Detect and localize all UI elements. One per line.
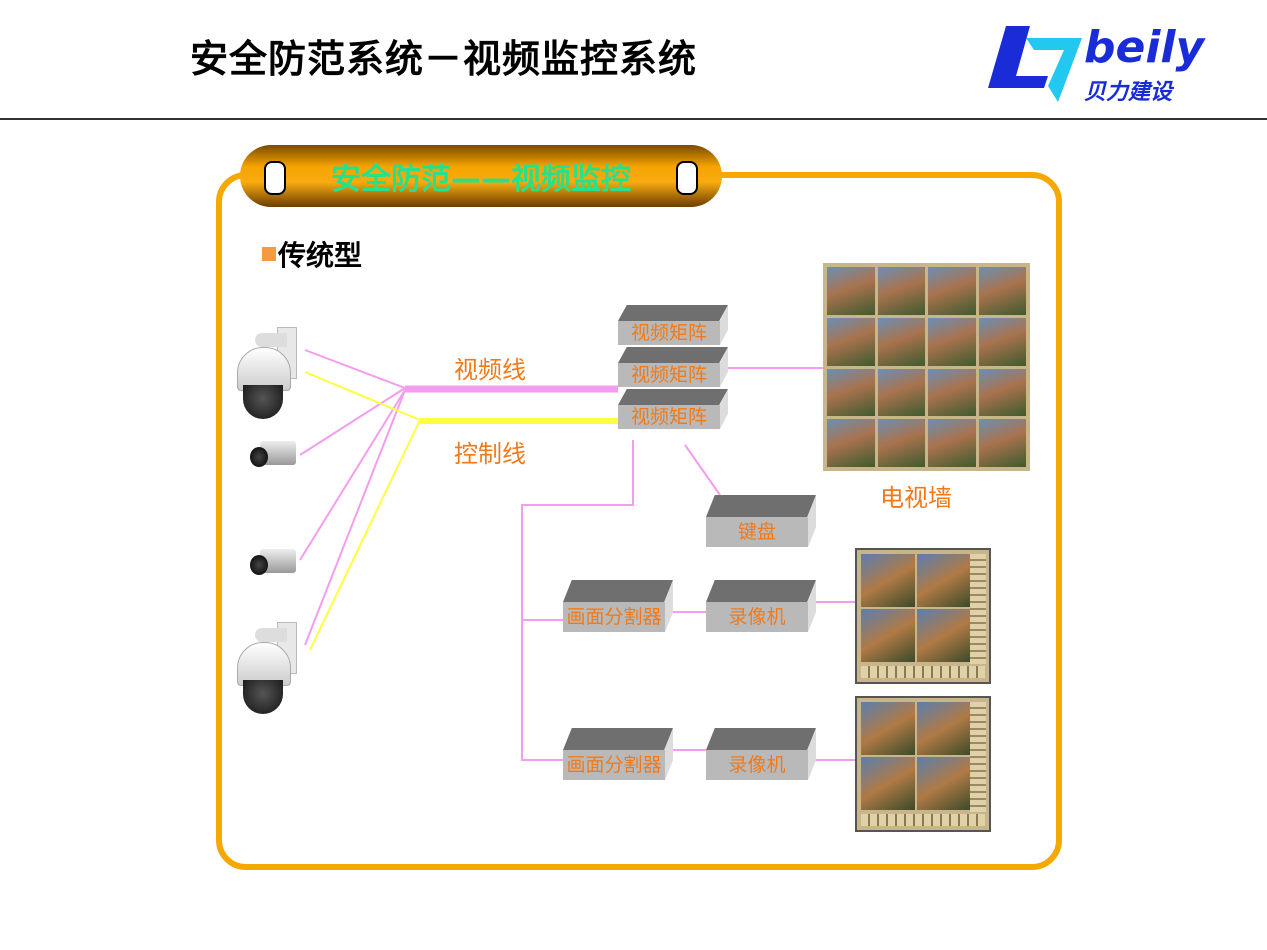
page-title: 安全防范系统－视频监控系统 <box>190 37 698 81</box>
monitor-screen <box>855 696 991 832</box>
video-matrix: 视频矩阵 <box>618 305 728 345</box>
control-line-label: 控制线 <box>454 440 526 468</box>
header-divider <box>0 118 1267 120</box>
monitor-screen <box>855 548 991 684</box>
recorder-box: 录像机 <box>706 728 816 780</box>
splitter-label: 画面分割器 <box>563 602 665 632</box>
control-line <box>309 419 421 651</box>
banner-end-icon <box>264 161 286 195</box>
control-line <box>304 371 421 421</box>
logo-text: beily <box>1084 22 1205 73</box>
recorder-box: 录像机 <box>706 580 816 632</box>
banner: 安全防范——视频监控 <box>240 145 722 207</box>
video-line <box>299 389 406 561</box>
keyboard-label: 键盘 <box>706 517 808 547</box>
video-matrix-label: 视频矩阵 <box>618 363 720 387</box>
logo-mark-icon <box>988 26 1082 102</box>
dome-camera <box>237 622 297 717</box>
splitter-label: 画面分割器 <box>563 750 665 780</box>
video-line <box>684 444 721 496</box>
video-line <box>304 349 406 389</box>
video-line-label: 视频线 <box>454 356 526 384</box>
banner-end-icon <box>676 161 698 195</box>
dome-camera <box>237 327 297 422</box>
video-line <box>299 387 406 456</box>
beily-logo: beily 贝力建设 <box>986 22 1236 105</box>
splitter-box: 画面分割器 <box>563 580 673 632</box>
video-matrix: 视频矩阵 <box>618 389 728 429</box>
video-line <box>304 389 406 646</box>
video-line <box>521 440 634 761</box>
video-matrix-label: 视频矩阵 <box>618 405 720 429</box>
video-matrix-label: 视频矩阵 <box>618 321 720 345</box>
box-camera <box>250 437 298 477</box>
banner-title: 安全防范——视频监控 <box>331 162 631 197</box>
video-matrix: 视频矩阵 <box>618 347 728 387</box>
section-heading: 传统型 <box>262 234 362 274</box>
bullet-icon <box>262 247 276 261</box>
logo-subtitle: 贝力建设 <box>1084 80 1173 105</box>
keyboard-box: 键盘 <box>706 495 816 547</box>
recorder-label: 录像机 <box>706 750 808 780</box>
section-label: 传统型 <box>278 239 363 272</box>
tv-wall-label: 电视墙 <box>880 484 952 512</box>
tv-wall-image <box>823 263 1030 471</box>
recorder-label: 录像机 <box>706 602 808 632</box>
splitter-box: 画面分割器 <box>563 728 673 780</box>
box-camera <box>250 545 298 585</box>
